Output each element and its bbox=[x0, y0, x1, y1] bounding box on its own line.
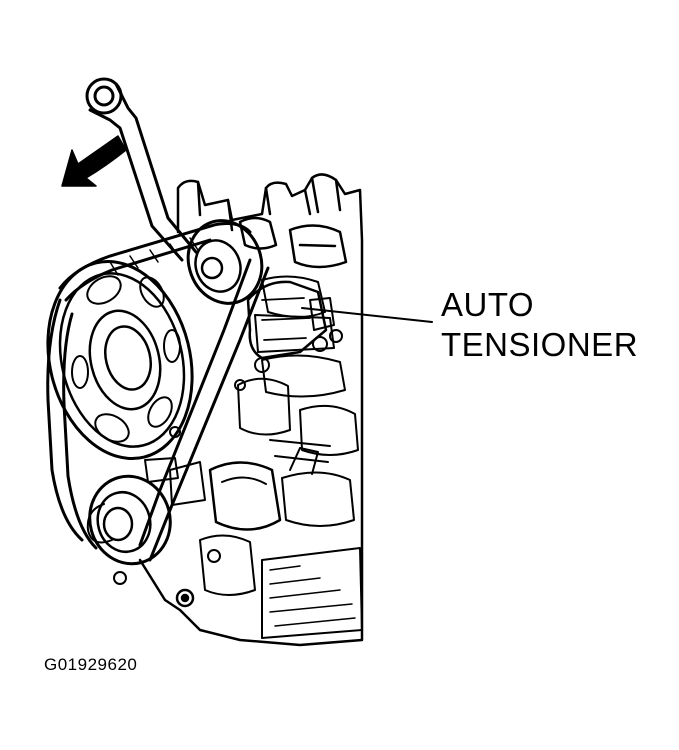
rotation-arrow-icon bbox=[61, 135, 127, 187]
drive-belt bbox=[46, 222, 270, 562]
tensioner-pulley bbox=[186, 219, 264, 305]
figure-code: G01929620 bbox=[44, 655, 138, 674]
callout-label-line1: AUTO bbox=[441, 286, 535, 323]
callout-label-line2: TENSIONER bbox=[441, 326, 639, 363]
engine-block bbox=[113, 173, 364, 647]
crankshaft-pulley bbox=[46, 260, 194, 460]
callout-leader-line bbox=[301, 307, 433, 323]
wrench-tool bbox=[85, 77, 198, 262]
auto-tensioner bbox=[246, 280, 343, 373]
lower-pulley bbox=[86, 474, 172, 566]
